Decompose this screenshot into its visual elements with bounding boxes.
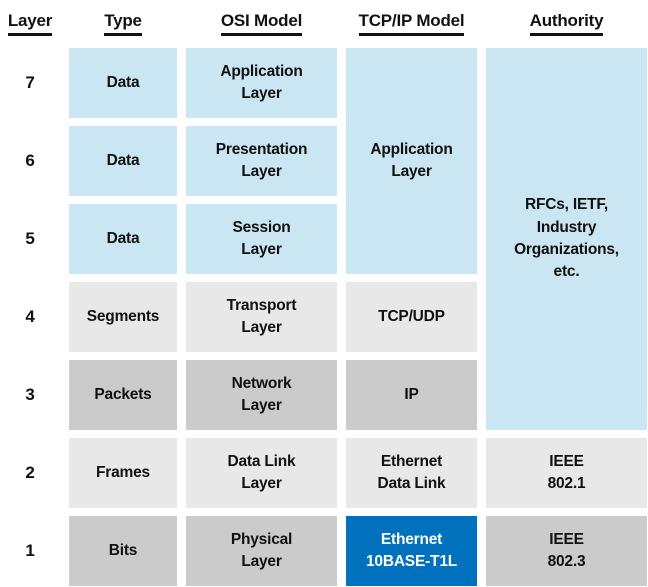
column-header-osi-model: OSI Model [186, 11, 337, 36]
column-header-osi-model-label: OSI Model [220, 11, 302, 36]
type-cell-layer-3: Packets [69, 360, 177, 430]
column-header-layer-label: Layer [7, 11, 52, 36]
type-cell-layer-2: Frames [69, 438, 177, 508]
type-cell-layer-1: Bits [69, 516, 177, 586]
layer-number-5: 5 [25, 228, 35, 248]
layer-number-3: 3 [25, 384, 35, 404]
osi-cell-application-layer: Application Layer [186, 48, 337, 118]
tcpip-cell-tcp-udp: TCP/UDP [346, 282, 477, 352]
tcpip-cell-application-layer: Application Layer [346, 48, 477, 274]
osi-cell-session-layer: Session Layer [186, 204, 337, 274]
tcpip-cell-ethernet-10base-t1l-highlight: Ethernet 10BASE-T1L [346, 516, 477, 586]
column-header-type: Type [69, 11, 177, 36]
osi-cell-physical-layer: Physical Layer [186, 516, 337, 586]
osi-cell-network-layer: Network Layer [186, 360, 337, 430]
layer-number-2: 2 [25, 462, 35, 482]
type-cell-layer-4: Segments [69, 282, 177, 352]
column-header-authority-label: Authority [529, 11, 604, 36]
osi-cell-presentation-layer: Presentation Layer [186, 126, 337, 196]
layer-number-4: 4 [25, 306, 35, 326]
type-cell-layer-5: Data [69, 204, 177, 274]
authority-cell-rfcs-ietf: RFCs, IETF, Industry Organizations, etc. [486, 48, 647, 430]
authority-cell-ieee-802-3: IEEE 802.3 [486, 516, 647, 586]
column-header-layer: Layer [0, 11, 60, 36]
authority-cell-ieee-802-1: IEEE 802.1 [486, 438, 647, 508]
table-body: 7 6 5 4 3 2 1 Data Data Data Segments Pa… [0, 48, 647, 586]
layer-number-6: 6 [25, 150, 35, 170]
table-header-row: Layer Type OSI Model TCP/IP Model Author… [0, 0, 647, 46]
column-header-type-label: Type [104, 11, 142, 36]
type-cell-layer-7: Data [69, 48, 177, 118]
tcpip-cell-ip: IP [346, 360, 477, 430]
column-header-authority: Authority [486, 11, 647, 36]
column-header-tcpip-model-label: TCP/IP Model [358, 11, 465, 36]
tcpip-cell-ethernet-data-link: Ethernet Data Link [346, 438, 477, 508]
column-header-tcpip-model: TCP/IP Model [346, 11, 477, 36]
layer-number-1: 1 [25, 540, 35, 560]
type-cell-layer-6: Data [69, 126, 177, 196]
layer-number-7: 7 [25, 72, 35, 92]
osi-cell-data-link-layer: Data Link Layer [186, 438, 337, 508]
osi-cell-transport-layer: Transport Layer [186, 282, 337, 352]
